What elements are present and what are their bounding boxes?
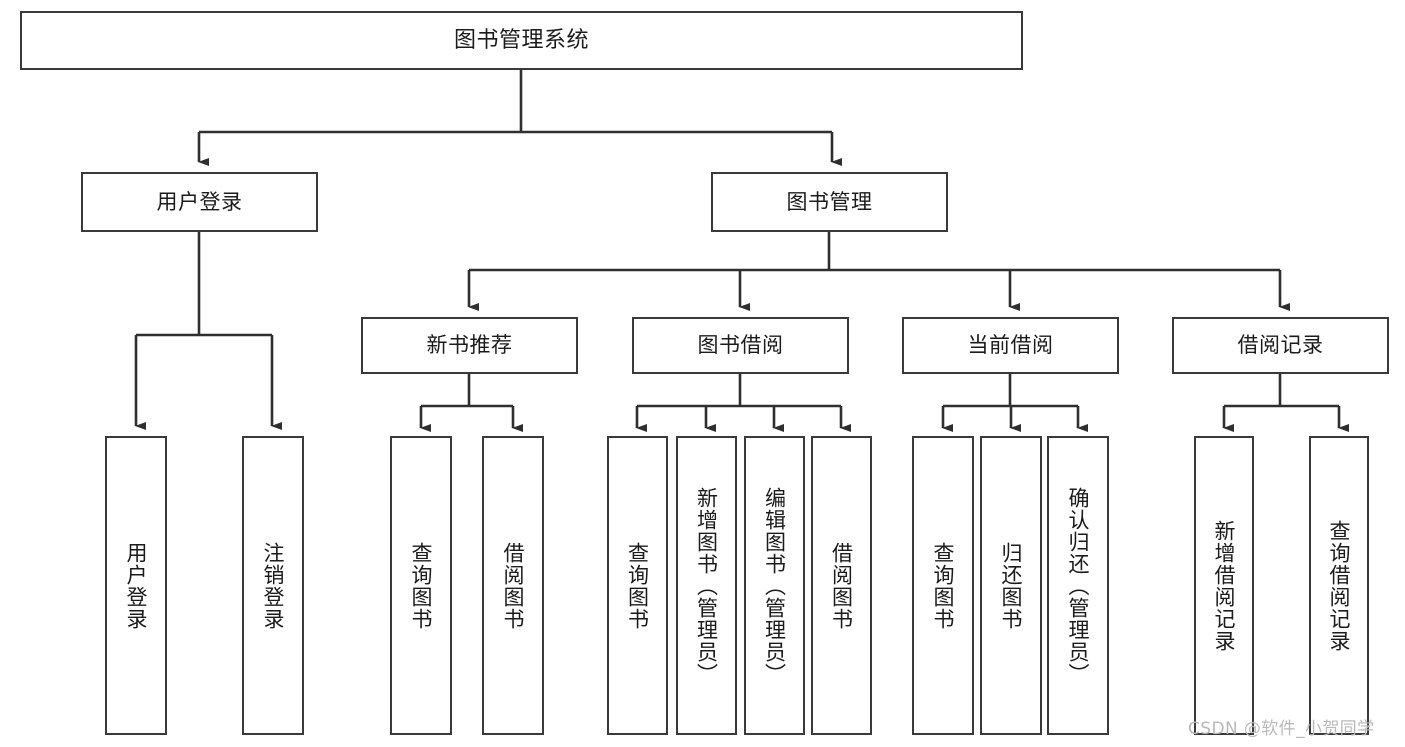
node-leaf-add-book-admin[interactable]: 新增图书（管理员） (676, 436, 737, 735)
node-leaf-borrow-book-recommend-label: 借阅图书 (501, 541, 526, 630)
node-leaf-add-borrow-record-label: 新增借阅记录 (1212, 519, 1237, 652)
node-leaf-logout-label: 注销登录 (261, 541, 286, 630)
node-book-borrow[interactable]: 图书借阅 (632, 317, 849, 374)
node-leaf-return-book[interactable]: 归还图书 (980, 436, 1042, 735)
node-new-book-recommend[interactable]: 新书推荐 (361, 317, 578, 374)
node-root[interactable]: 图书管理系统 (20, 11, 1023, 70)
node-book-manage-label: 图书管理 (786, 189, 873, 214)
node-leaf-borrow-book-label: 借阅图书 (829, 541, 854, 630)
node-leaf-query-book-borrow-label: 查询图书 (625, 541, 650, 630)
node-leaf-return-book-label: 归还图书 (999, 541, 1024, 630)
node-user-login-label: 用户登录 (156, 189, 243, 214)
node-leaf-user-login-label: 用户登录 (124, 541, 149, 630)
node-current-borrow-label: 当前借阅 (967, 333, 1054, 358)
node-current-borrow[interactable]: 当前借阅 (902, 317, 1119, 374)
watermark-text: CSDN @软件_小贺同学 (1188, 719, 1375, 739)
node-leaf-query-book-current[interactable]: 查询图书 (912, 436, 974, 735)
node-user-login[interactable]: 用户登录 (81, 172, 318, 232)
node-borrow-record[interactable]: 借阅记录 (1172, 317, 1389, 374)
node-leaf-confirm-return-admin-label: 确认归还（管理员） (1066, 486, 1091, 685)
node-new-book-recommend-label: 新书推荐 (426, 333, 513, 358)
node-root-label: 图书管理系统 (453, 27, 589, 53)
node-leaf-add-borrow-record[interactable]: 新增借阅记录 (1194, 436, 1254, 735)
node-leaf-query-book-recommend-label: 查询图书 (409, 541, 434, 630)
node-leaf-add-book-admin-label: 新增图书（管理员） (694, 486, 719, 685)
node-leaf-borrow-book[interactable]: 借阅图书 (811, 436, 872, 735)
node-leaf-query-borrow-record-label: 查询借阅记录 (1327, 519, 1352, 652)
node-leaf-edit-book-admin-label: 编辑图书（管理员） (762, 486, 787, 685)
node-leaf-confirm-return-admin[interactable]: 确认归还（管理员） (1047, 436, 1109, 735)
node-book-manage[interactable]: 图书管理 (711, 172, 948, 232)
node-leaf-query-book-recommend[interactable]: 查询图书 (390, 436, 452, 735)
node-leaf-edit-book-admin[interactable]: 编辑图书（管理员） (744, 436, 805, 735)
node-leaf-borrow-book-recommend[interactable]: 借阅图书 (482, 436, 544, 735)
node-book-borrow-label: 图书借阅 (697, 333, 784, 358)
node-leaf-query-book-current-label: 查询图书 (931, 541, 956, 630)
node-leaf-query-book-borrow[interactable]: 查询图书 (607, 436, 668, 735)
node-leaf-logout[interactable]: 注销登录 (242, 436, 304, 735)
node-leaf-query-borrow-record[interactable]: 查询借阅记录 (1309, 436, 1369, 735)
node-leaf-user-login[interactable]: 用户登录 (105, 436, 167, 735)
node-borrow-record-label: 借阅记录 (1237, 333, 1324, 358)
